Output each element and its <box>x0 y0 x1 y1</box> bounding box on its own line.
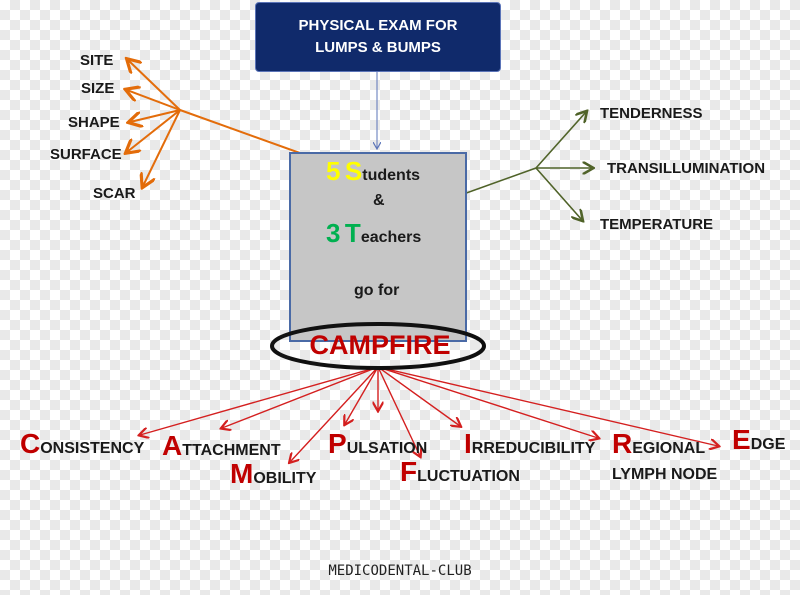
label-irreducibility: IRREDUCIBILITY <box>464 428 595 460</box>
teachers-number: 3 <box>326 218 341 248</box>
red-arrow-edge <box>377 366 718 446</box>
label-fluctuation: FLUCTUATION <box>400 456 520 488</box>
red-arrow-regional <box>377 366 598 438</box>
label-tenderness: TENDERNESS <box>600 105 703 122</box>
label-regional: REGIONAL <box>612 428 705 460</box>
label-surface: SURFACE <box>50 146 122 163</box>
students-number: 5 <box>326 156 341 186</box>
label-attachment: ATTACHMENT <box>162 430 281 462</box>
red-arrow-attachment <box>222 366 379 428</box>
attachment-initial: A <box>162 430 183 461</box>
teachers-initial: T <box>344 218 361 248</box>
irreducibility-rest: RREDUCIBILITY <box>471 440 596 457</box>
go-for-text: go for <box>354 282 400 299</box>
green-arrow-tenderness <box>535 112 586 169</box>
label-site: SITE <box>80 52 114 69</box>
edge-rest: DGE <box>750 436 786 453</box>
label-temperature: TEMPERATURE <box>600 216 714 233</box>
orange-arrow-surface <box>127 109 181 152</box>
regional-rest: EGIONAL <box>632 440 706 457</box>
title-box: PHYSICAL EXAM FOR LUMPS & BUMPS <box>255 2 501 72</box>
students-line: 5 Students <box>326 156 420 187</box>
title-line-1: PHYSICAL EXAM FOR <box>298 17 458 34</box>
title-line-2: LUMPS & BUMPS <box>315 39 441 56</box>
label-pulsation: PULSATION <box>328 428 427 460</box>
teachers-rest: eachers <box>360 229 422 246</box>
orange-arrow-shape <box>130 109 181 122</box>
orange-arrow-size <box>127 90 181 111</box>
pulsation-rest: ULSATION <box>346 440 428 457</box>
regional-initial: R <box>612 428 633 459</box>
label-consistency: CONSISTENCY <box>20 428 144 460</box>
red-arrow-pulsation <box>345 366 379 424</box>
irreducibility-initial: I <box>464 428 472 459</box>
label-mobility: MOBILITY <box>230 458 316 490</box>
label-size: SIZE <box>81 80 115 97</box>
center-box <box>289 152 467 342</box>
mobility-initial: M <box>230 458 254 489</box>
label-shape: SHAPE <box>68 114 120 131</box>
label-scar: SCAR <box>93 185 136 202</box>
teachers-line: 3 Teachers <box>326 218 421 249</box>
orange-arrow-scar <box>143 109 181 186</box>
fluctuation-rest: LUCTUATION <box>417 468 520 485</box>
label-transillumination: TRANSILLUMINATION <box>607 160 766 177</box>
green-arrow-temperature <box>535 167 582 220</box>
consistency-rest: ONSISTENCY <box>40 440 145 457</box>
red-arrow-fluctuation <box>377 366 420 456</box>
attachment-rest: TTACHMENT <box>182 442 281 459</box>
ampersand: & <box>373 192 385 209</box>
students-rest: tudents <box>362 167 421 184</box>
campfire-label: CAMPFIRE <box>309 330 451 360</box>
red-arrow-consistency <box>140 366 379 435</box>
campfire-ellipse <box>270 322 486 370</box>
red-arrow-irreducibility <box>377 366 460 426</box>
edge-initial: E <box>732 424 751 455</box>
pulsation-initial: P <box>328 428 347 459</box>
students-initial: S <box>344 156 363 186</box>
fluctuation-initial: F <box>400 456 418 487</box>
mobility-rest: OBILITY <box>253 470 317 487</box>
regional-sub: LYMPH NODE <box>612 466 718 483</box>
footer-credit: MEDICODENTAL-CLUB <box>328 563 472 579</box>
label-edge: EDGE <box>732 424 785 456</box>
orange-arrow-site <box>128 60 181 111</box>
red-arrow-mobility <box>290 366 379 462</box>
consistency-initial: C <box>20 428 41 459</box>
